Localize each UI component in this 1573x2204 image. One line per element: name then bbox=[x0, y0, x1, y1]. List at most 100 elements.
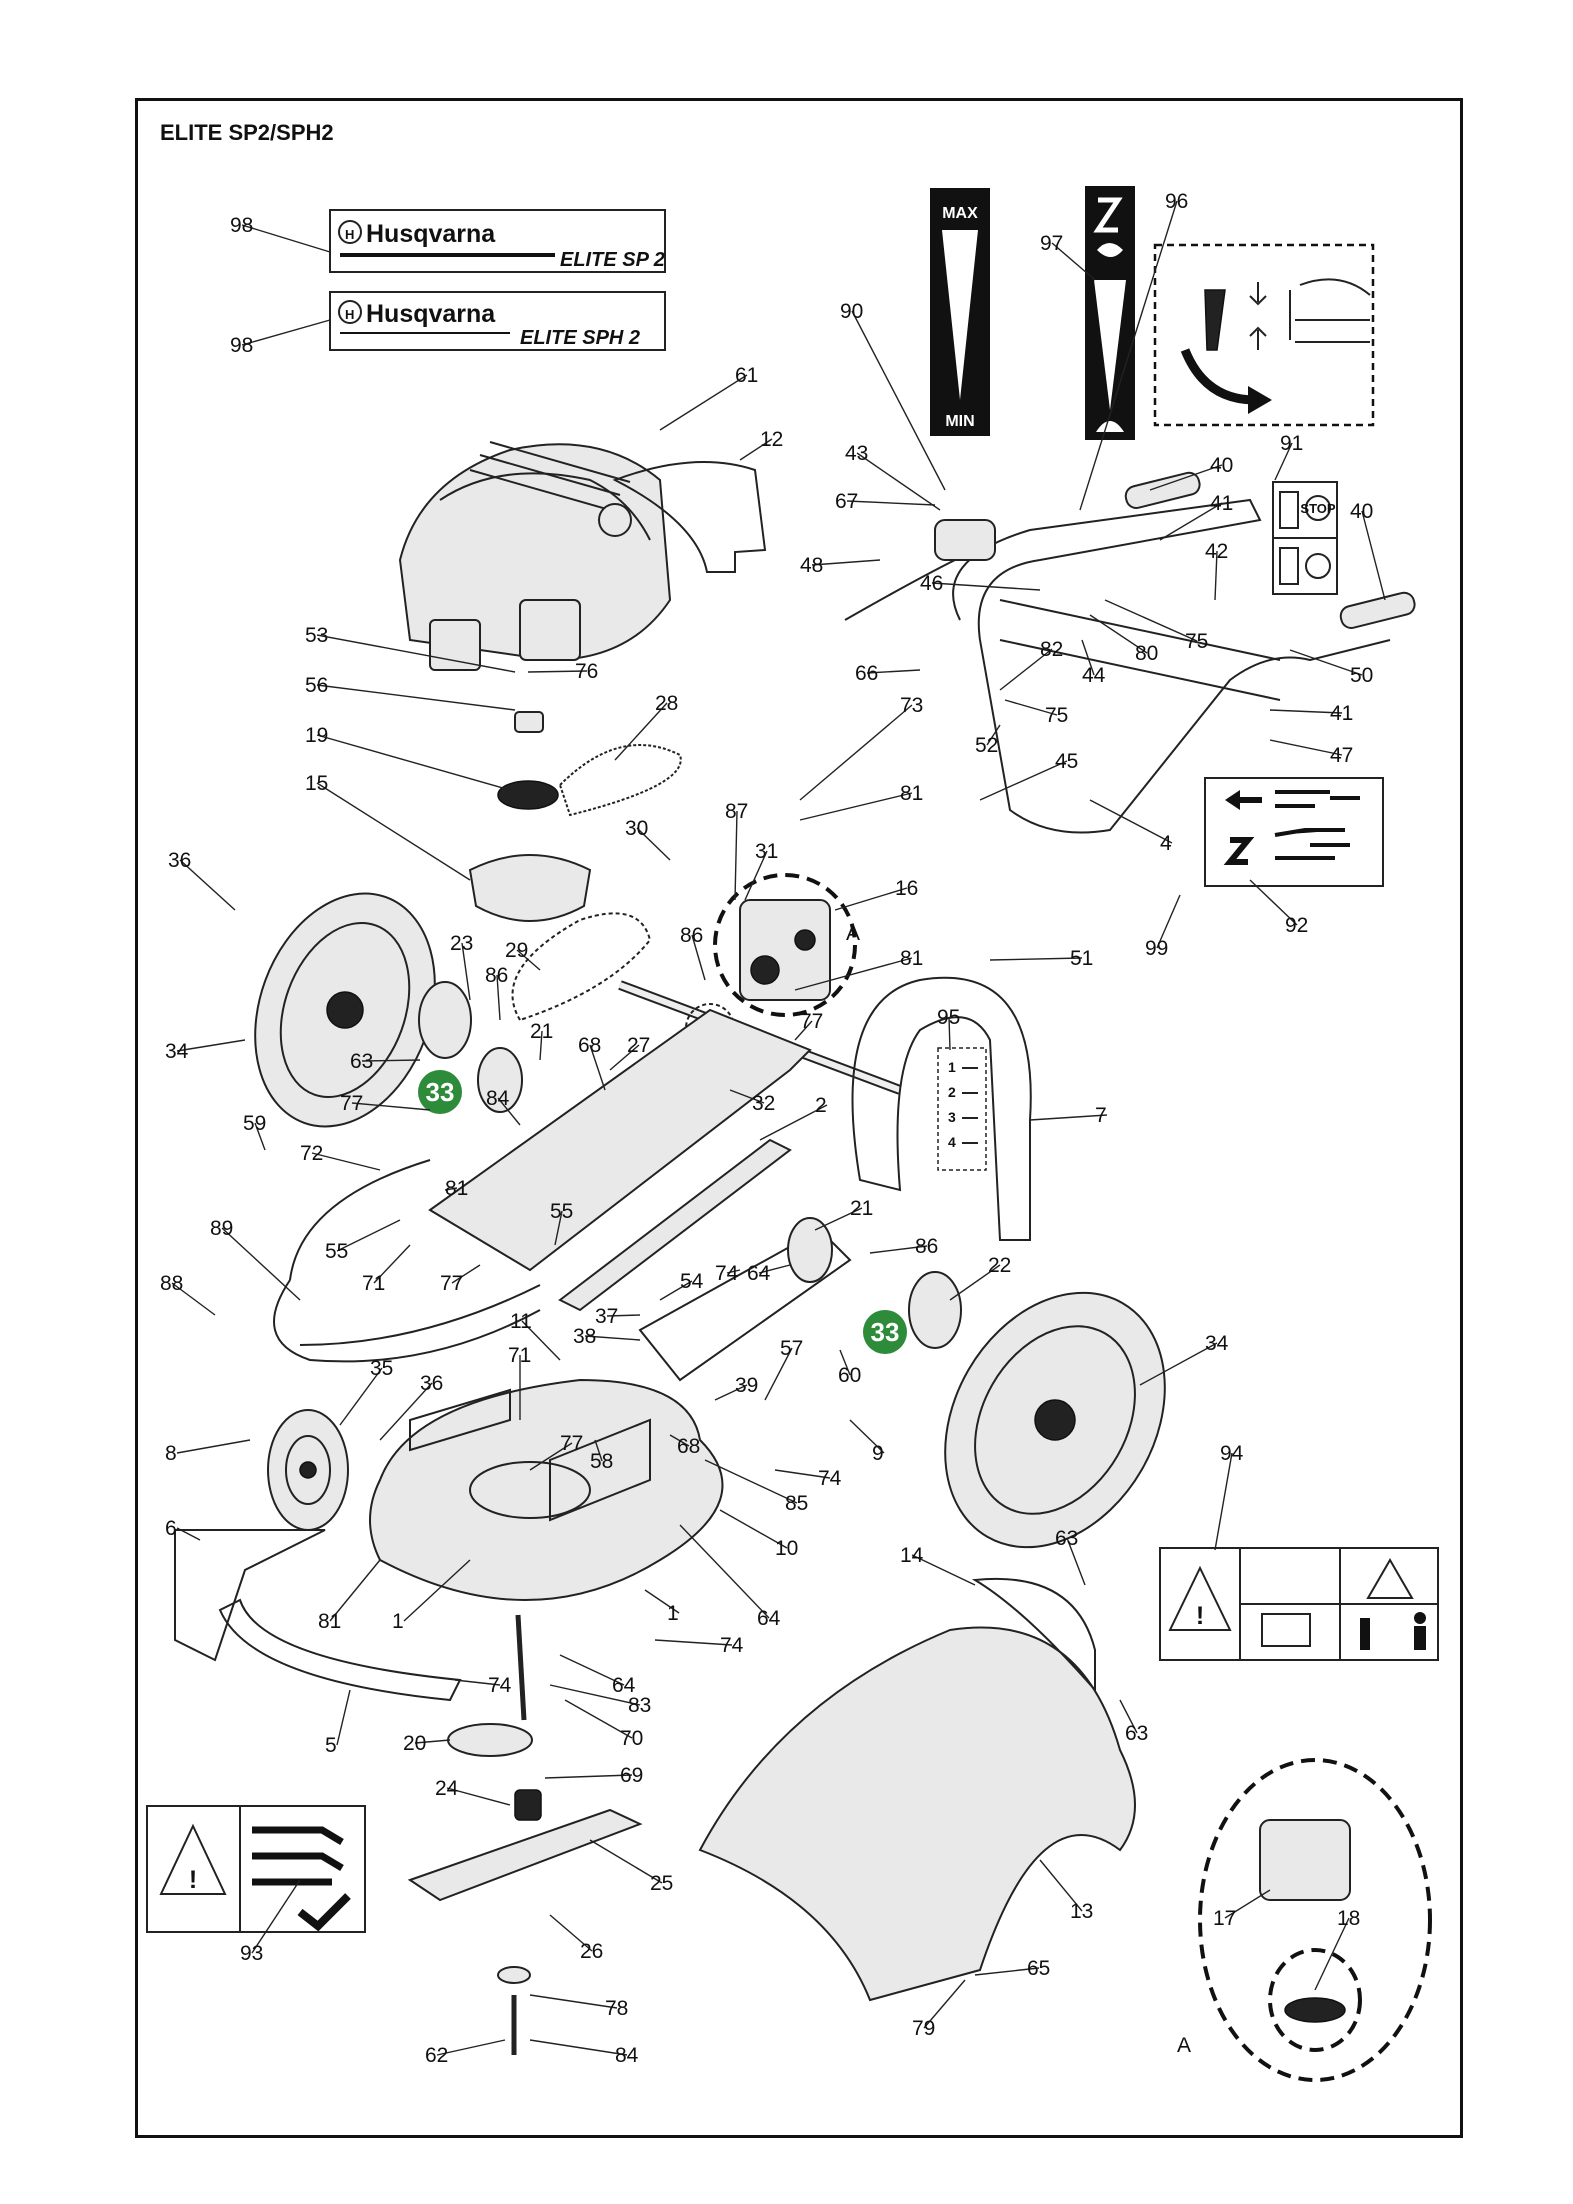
decal-stop-controls: STOP bbox=[1272, 481, 1338, 595]
leader-line-31 bbox=[744, 850, 768, 901]
part-number-46: 46 bbox=[920, 572, 943, 595]
engine-cover-plate bbox=[612, 461, 767, 573]
highlight-badge-33-right: 33 bbox=[863, 1310, 907, 1354]
leader-line-62 bbox=[436, 2039, 506, 2056]
leader-line-98 bbox=[241, 224, 331, 253]
part-number-45: 45 bbox=[1055, 750, 1078, 773]
step-2-text: 2 bbox=[948, 1084, 956, 1100]
part-number-1: 1 bbox=[392, 1610, 404, 1633]
leader-line-41 bbox=[1159, 502, 1223, 541]
leader-line-86 bbox=[869, 1245, 928, 1254]
leader-line-53 bbox=[316, 634, 516, 673]
leader-line-30 bbox=[636, 827, 671, 861]
part-number-71: 71 bbox=[362, 1272, 385, 1295]
pulley-19 bbox=[497, 780, 559, 810]
leader-line-74 bbox=[774, 1469, 831, 1479]
leader-line-48 bbox=[811, 559, 881, 566]
gear-23 bbox=[418, 981, 472, 1059]
leader-line-36 bbox=[179, 859, 236, 911]
leader-line-96 bbox=[1079, 200, 1178, 511]
part-number-94: 94 bbox=[1220, 1442, 1244, 1465]
part-number-75: 75 bbox=[1045, 704, 1068, 727]
leader-line-65 bbox=[974, 1967, 1040, 1976]
leader-line-75 bbox=[1104, 599, 1198, 642]
leader-line-16 bbox=[834, 887, 908, 911]
grip-left-40 bbox=[1124, 471, 1201, 509]
diagram-frame bbox=[135, 98, 1463, 2138]
part-number-24: 24 bbox=[435, 1777, 459, 1800]
part-number-82: 82 bbox=[1040, 638, 1063, 661]
part-number-84: 84 bbox=[486, 1087, 510, 1110]
part-number-76: 76 bbox=[575, 660, 598, 683]
part-number-74: 74 bbox=[720, 1634, 744, 1657]
detail-a-ref-label: A bbox=[846, 922, 860, 945]
leader-line-61 bbox=[659, 374, 748, 431]
part-number-39: 39 bbox=[735, 1374, 758, 1397]
part-number-96: 96 bbox=[1165, 190, 1188, 213]
decal-model-sp2-text: ELITE SP 2 bbox=[560, 249, 665, 271]
leader-line-4 bbox=[1089, 799, 1173, 844]
leader-line-7 bbox=[1029, 1114, 1108, 1121]
part-number-10: 10 bbox=[775, 1537, 798, 1560]
part-number-99: 99 bbox=[1145, 937, 1168, 960]
part-number-67: 67 bbox=[835, 490, 858, 513]
detail-a-label: A bbox=[1177, 2034, 1191, 2057]
part-number-87: 87 bbox=[725, 800, 748, 823]
bracket-9 bbox=[638, 1228, 852, 1382]
part-number-86: 86 bbox=[915, 1235, 938, 1258]
gearbox-16 bbox=[739, 899, 831, 1001]
part-number-8: 8 bbox=[165, 1442, 177, 1465]
leader-line-52 bbox=[986, 724, 1001, 746]
part-number-56: 56 bbox=[305, 674, 328, 697]
leader-line-37 bbox=[606, 1314, 641, 1317]
rear-wheel-left-34 bbox=[254, 892, 436, 1128]
leader-line-64 bbox=[679, 1524, 770, 1619]
part-number-77: 77 bbox=[440, 1272, 463, 1295]
part-number-84: 84 bbox=[615, 2044, 639, 2067]
leader-line-44 bbox=[1081, 639, 1095, 676]
part-number-29: 29 bbox=[505, 939, 528, 962]
leader-line-47 bbox=[1269, 739, 1343, 756]
part-number-7: 7 bbox=[1095, 1104, 1107, 1127]
svg-text:H: H bbox=[345, 307, 354, 322]
leader-line-84 bbox=[497, 1097, 521, 1126]
part-number-95: 95 bbox=[937, 1006, 960, 1029]
leader-line-73 bbox=[799, 704, 913, 801]
part-number-17: 17 bbox=[1213, 1907, 1236, 1930]
leader-line-80 bbox=[1089, 614, 1148, 654]
front-handle-3 bbox=[273, 1159, 541, 1363]
spacer-56 bbox=[514, 711, 544, 733]
part-number-74: 74 bbox=[818, 1467, 842, 1490]
part-number-55: 55 bbox=[550, 1200, 573, 1223]
leader-line-13 bbox=[1039, 1859, 1083, 1912]
part-number-63: 63 bbox=[1125, 1722, 1148, 1745]
part-number-37: 37 bbox=[595, 1305, 618, 1328]
decal-warning-93: ! bbox=[146, 1805, 366, 1933]
leader-line-93 bbox=[251, 1879, 301, 1954]
part-number-51: 51 bbox=[1070, 947, 1093, 970]
leader-line-91 bbox=[1274, 442, 1293, 481]
leader-line-28 bbox=[614, 702, 668, 761]
leader-line-70 bbox=[564, 1699, 633, 1739]
leader-line-10 bbox=[719, 1509, 788, 1549]
part-number-25: 25 bbox=[650, 1872, 673, 1895]
leader-line-29 bbox=[516, 949, 541, 971]
leader-line-57 bbox=[764, 1347, 793, 1401]
part-number-64: 64 bbox=[747, 1262, 771, 1285]
leader-line-51 bbox=[989, 957, 1083, 961]
part-number-47: 47 bbox=[1330, 744, 1353, 767]
highlight-badge-33-left: 33 bbox=[418, 1070, 462, 1114]
part-number-81: 81 bbox=[900, 782, 923, 805]
part-number-98: 98 bbox=[230, 214, 253, 237]
part-number-54: 54 bbox=[680, 1270, 704, 1293]
part-number-18: 18 bbox=[1337, 1907, 1360, 1930]
leader-line-67 bbox=[846, 500, 936, 506]
bolt-70 bbox=[515, 1614, 527, 1721]
part-number-81: 81 bbox=[318, 1610, 341, 1633]
leader-line-66 bbox=[866, 669, 921, 674]
rear-wheel-right-34 bbox=[944, 1291, 1166, 1549]
leader-line-81 bbox=[444, 1187, 458, 1191]
part-number-83: 83 bbox=[628, 1694, 651, 1717]
part-number-80: 80 bbox=[1135, 642, 1158, 665]
leader-line-83 bbox=[549, 1684, 641, 1706]
